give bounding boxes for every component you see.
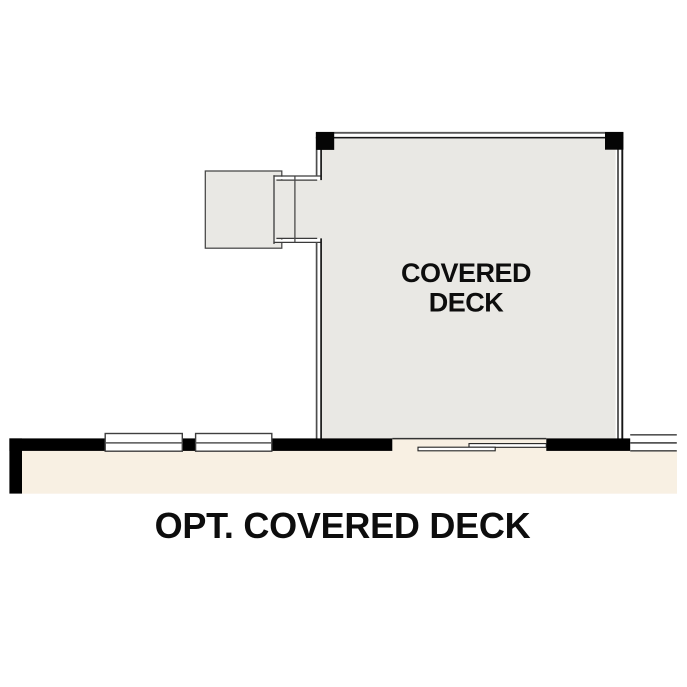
svg-text:COVERED: COVERED: [401, 258, 531, 288]
svg-text:DECK: DECK: [429, 287, 505, 317]
svg-text:OPT. COVERED DECK: OPT. COVERED DECK: [155, 505, 531, 546]
